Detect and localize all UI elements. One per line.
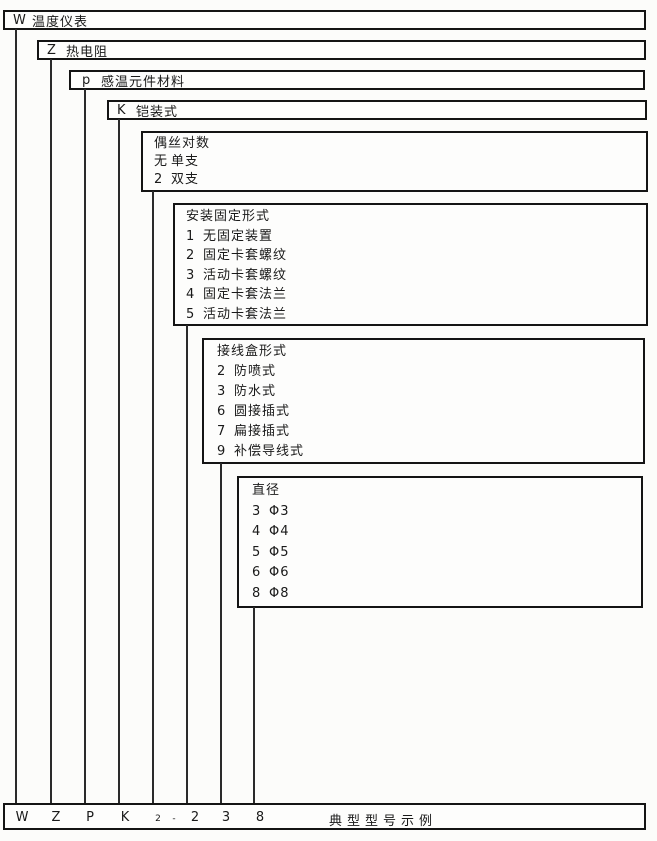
model-code-char: W	[15, 810, 29, 825]
box-item: 2 防喷式	[217, 362, 643, 382]
item-code: 4	[252, 524, 261, 539]
item-label: 圆接插式	[234, 404, 291, 419]
box-code: p	[82, 72, 91, 88]
connector-line	[253, 607, 255, 803]
item-code: 2	[186, 248, 195, 263]
item-code: 2	[154, 172, 163, 187]
item-code: 1	[186, 228, 195, 244]
box-code: W	[13, 12, 26, 28]
box-item: 3 活动卡套螺纹	[186, 266, 646, 286]
box-item: 2 固定卡套螺纹	[186, 246, 646, 266]
connector-line	[118, 119, 120, 803]
item-label: 单支	[171, 154, 200, 169]
box-item: 5 Φ5	[252, 543, 641, 564]
item-code: 8	[252, 585, 261, 601]
box-temperature-instrument: W 温度仪表	[3, 10, 646, 30]
model-code-char: 3	[221, 810, 231, 825]
item-label: Φ6	[269, 565, 290, 580]
item-label: Φ8	[269, 585, 290, 601]
item-label: 无固定装置	[203, 228, 274, 244]
box-title: 直径	[252, 483, 281, 498]
box-diameter: 直径 3 Φ3 4 Φ4 5 Φ5 6 Φ6 8 Φ8	[237, 476, 643, 608]
item-label: 补偿导线式	[234, 444, 305, 459]
box-code: Z	[47, 42, 56, 58]
box-mounting-type: 安装固定形式 1 无固定装置 2 固定卡套螺纹 3 活动卡套螺纹 4 固定卡套法兰 5 活动卡套法…	[173, 203, 648, 326]
box-item: 7 扁接插式	[217, 422, 643, 442]
connector-line	[220, 463, 222, 803]
item-label: 双支	[171, 172, 200, 187]
box-junction-box-type: 接线盒形式 2 防喷式 3 防水式 6 圆接插式 7 扁接插式 9 补偿导线式	[202, 338, 645, 464]
box-title: 偶丝对数	[154, 136, 211, 151]
item-label: 防水式	[234, 384, 277, 399]
connector-line	[186, 325, 188, 803]
item-code: 7	[217, 424, 226, 439]
box-label: 热电阻	[66, 44, 109, 60]
item-code: 3	[217, 384, 226, 399]
model-code-char: K	[120, 810, 130, 825]
item-code: 5	[252, 544, 261, 560]
item-code: 3	[252, 503, 261, 519]
box-items: 2 防喷式 3 防水式 6 圆接插式 7 扁接插式 9 补偿导线式	[217, 362, 643, 462]
model-code-char: 8	[255, 810, 265, 825]
item-label: Φ5	[269, 544, 290, 560]
item-label: 活动卡套法兰	[203, 306, 288, 322]
box-item: 4 Φ4	[252, 522, 641, 543]
box-item: 6 Φ6	[252, 563, 641, 584]
item-label: Φ4	[269, 524, 290, 539]
box-item: 8 Φ8	[252, 584, 641, 605]
item-label: Φ3	[269, 503, 290, 519]
connector-line	[15, 29, 17, 803]
box-items: 3 Φ3 4 Φ4 5 Φ5 6 Φ6 8 Φ8	[252, 502, 641, 605]
box-item: 9 补偿导线式	[217, 442, 643, 462]
box-item: 3 防水式	[217, 382, 643, 402]
box-sensor-material: p 感温元件材料	[69, 70, 645, 90]
model-example-caption: 典型型号示例	[329, 814, 438, 829]
box-thermal-resistance: Z 热电阻	[37, 40, 646, 60]
box-items: 1 无固定装置 2 固定卡套螺纹 3 活动卡套螺纹 4 固定卡套法兰 5 活动卡套法兰	[186, 227, 646, 325]
item-label: 活动卡套螺纹	[203, 267, 288, 283]
item-label: 固定卡套螺纹	[203, 248, 288, 263]
box-title: 接线盒形式	[217, 344, 288, 359]
box-label: 温度仪表	[32, 14, 89, 30]
box-label: 铠装式	[136, 104, 179, 120]
item-code: 5	[186, 306, 195, 322]
box-code: K	[117, 102, 126, 118]
item-code: 无	[154, 154, 168, 169]
box-armored-type: K 铠装式	[107, 100, 647, 120]
item-code: 6	[252, 565, 261, 580]
item-code: 2	[217, 364, 226, 379]
item-label: 防喷式	[234, 364, 277, 379]
box-item: 2 双支	[154, 171, 646, 189]
item-code: 9	[217, 444, 226, 459]
box-item: 无单支	[154, 153, 646, 171]
connector-line	[152, 191, 154, 803]
connector-line	[50, 59, 52, 803]
box-item: 4 固定卡套法兰	[186, 285, 646, 305]
box-title: 安装固定形式	[186, 209, 271, 224]
box-item: 5 活动卡套法兰	[186, 305, 646, 325]
box-item: 6 圆接插式	[217, 402, 643, 422]
box-label: 感温元件材料	[101, 74, 186, 90]
item-code: 3	[186, 267, 195, 283]
box-item: 3 Φ3	[252, 502, 641, 523]
item-label: 固定卡套法兰	[203, 287, 288, 302]
connector-line	[84, 89, 86, 803]
model-code-char: Z	[51, 810, 61, 825]
item-label: 扁接插式	[234, 424, 291, 439]
item-code: 4	[186, 287, 195, 302]
model-code-char: 2	[190, 810, 200, 825]
model-example-box: 典型型号示例 W Z P K 2 - 2 3 8	[3, 803, 646, 830]
box-item: 1 无固定装置	[186, 227, 646, 247]
model-code-char: 2	[155, 814, 161, 824]
model-code-char: -	[172, 814, 176, 824]
model-code-char: P	[86, 810, 94, 825]
item-code: 6	[217, 404, 226, 419]
